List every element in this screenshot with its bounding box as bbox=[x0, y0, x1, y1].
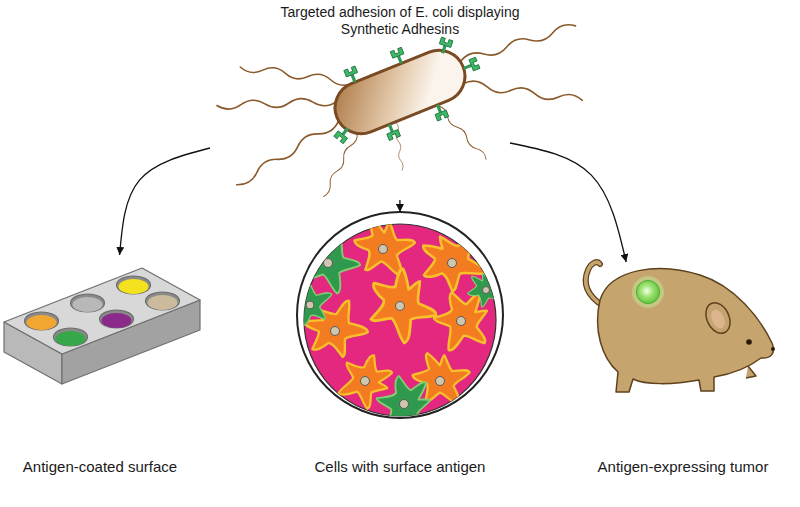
bacterium-node: Targeted adhesion of E. coli displaying … bbox=[210, 0, 510, 200]
nucleus bbox=[379, 245, 388, 254]
nucleus bbox=[448, 259, 457, 268]
petri-dish bbox=[284, 212, 507, 438]
flagellum bbox=[395, 122, 404, 170]
mouse bbox=[586, 262, 775, 392]
connector-arrow bbox=[399, 200, 400, 212]
well bbox=[54, 328, 88, 346]
well bbox=[25, 312, 59, 330]
well bbox=[71, 294, 105, 312]
well-fill bbox=[56, 331, 86, 346]
nucleus bbox=[457, 317, 466, 326]
connector-arrow bbox=[120, 148, 210, 255]
mouse-node: Antigen-expressing tumor bbox=[572, 262, 794, 480]
caption-label: Antigen-expressing tumor bbox=[572, 458, 794, 476]
adhesins bbox=[312, 23, 492, 159]
adhesin bbox=[390, 47, 407, 65]
well-fill bbox=[102, 313, 132, 328]
green-cell bbox=[465, 270, 507, 309]
green-cell bbox=[374, 371, 436, 438]
caption-label: Cells with surface antigen bbox=[285, 458, 515, 476]
flagellum bbox=[240, 63, 354, 86]
eye bbox=[746, 339, 752, 345]
mouse-body bbox=[598, 269, 774, 392]
ear bbox=[701, 299, 734, 337]
plate-top bbox=[4, 268, 200, 354]
orange-cell bbox=[295, 291, 374, 369]
flagellum bbox=[217, 97, 337, 109]
orange-cell bbox=[348, 215, 418, 281]
nucleus bbox=[361, 377, 370, 386]
well-plate bbox=[4, 268, 200, 384]
well-fill bbox=[148, 295, 178, 310]
nucleus bbox=[483, 287, 490, 294]
well-fill bbox=[119, 279, 149, 294]
nucleus bbox=[436, 377, 445, 386]
nucleus bbox=[396, 302, 405, 311]
tumor-glow bbox=[632, 276, 664, 308]
adhesin bbox=[462, 57, 480, 74]
well-plate-node: Antigen-coated surface bbox=[2, 255, 198, 480]
green-cell bbox=[284, 278, 335, 332]
flagellum bbox=[463, 80, 583, 105]
nucleus bbox=[306, 301, 314, 309]
tumor bbox=[637, 281, 660, 304]
well-fill bbox=[27, 315, 57, 330]
adhesin bbox=[334, 125, 353, 144]
adhesin bbox=[344, 66, 361, 84]
nucleus bbox=[400, 400, 409, 409]
wells bbox=[25, 276, 180, 346]
cell-body bbox=[327, 42, 473, 141]
adhesin bbox=[384, 122, 401, 140]
well bbox=[117, 276, 151, 294]
flagellum bbox=[235, 118, 341, 188]
adhesin bbox=[437, 37, 453, 55]
well bbox=[146, 292, 180, 310]
adhesin bbox=[432, 103, 449, 121]
nucleus bbox=[324, 259, 333, 268]
caption-label: Antigen-coated surface bbox=[2, 458, 198, 476]
front-paw bbox=[746, 366, 756, 378]
flagellum bbox=[460, 22, 577, 65]
cells bbox=[284, 215, 507, 439]
orange-cell bbox=[355, 259, 446, 349]
green-cell bbox=[290, 224, 367, 299]
well bbox=[100, 310, 134, 328]
nose bbox=[771, 347, 775, 351]
ear-inner bbox=[708, 307, 727, 330]
well-fill bbox=[73, 297, 103, 312]
connector-arrow bbox=[510, 143, 626, 262]
petri-dish-node: Cells with surface antigen bbox=[285, 212, 515, 480]
nucleus bbox=[331, 327, 340, 336]
heading-label: Targeted adhesion of E. coli displaying … bbox=[280, 4, 520, 38]
